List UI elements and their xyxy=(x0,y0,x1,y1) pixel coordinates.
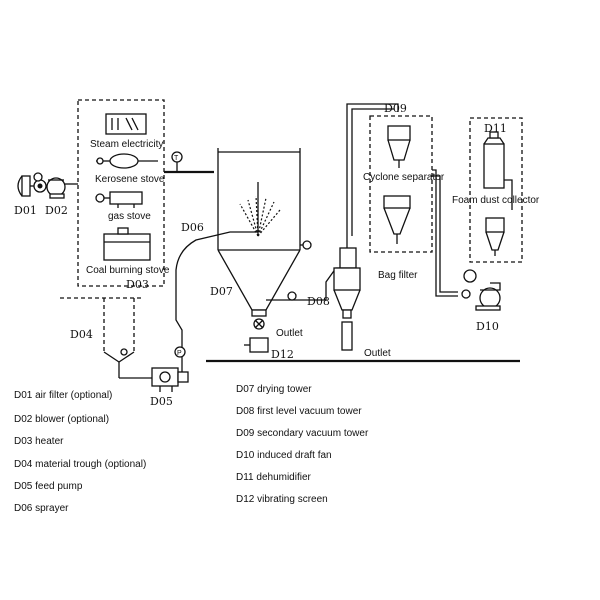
label-cyclone-separator: Cyclone separator xyxy=(363,172,445,183)
code-d09: D09 xyxy=(384,102,407,115)
legend-item: D05 feed pump xyxy=(14,481,83,492)
label-gas-stove: gas stove xyxy=(108,211,151,222)
first-cyclone-d08 xyxy=(266,236,361,351)
feed-pump-d05 xyxy=(151,367,189,392)
legend-item: D01 air filter (optional) xyxy=(14,390,112,401)
drying-tower-d07 xyxy=(217,148,301,330)
code-d12: D12 xyxy=(271,348,294,361)
code-d08: D08 xyxy=(307,295,330,308)
label-line-outlet: Outlet xyxy=(364,348,391,359)
code-d03: D03 xyxy=(126,278,149,291)
legend-item: D02 blower (optional) xyxy=(14,414,109,425)
vibrating-screen-d12 xyxy=(244,337,269,353)
legend-item: D06 sprayer xyxy=(14,503,69,514)
legend-item: D12 vibrating screen xyxy=(236,494,328,505)
legend-item: D11 dehumidifier xyxy=(236,472,312,483)
feed-line xyxy=(175,231,258,372)
legend-left: D01 air filter (optional) D02 blower (op… xyxy=(14,390,146,514)
legend-item: D08 first level vacuum tower xyxy=(236,406,362,417)
feed-pressure-gauge-icon xyxy=(174,346,186,358)
gas-stove-unit xyxy=(95,191,143,208)
heater-box-d03 xyxy=(77,99,165,287)
steam-electricity-unit xyxy=(105,113,147,135)
temperature-gauge-icon xyxy=(33,172,43,182)
code-d02: D02 xyxy=(45,204,68,217)
legend-right: D07 drying tower D08 first level vacuum … xyxy=(236,384,369,505)
label-tower-outlet: Outlet xyxy=(276,328,303,339)
pipe-to-d09 xyxy=(346,103,399,236)
label-foam-dust-collector: Foam dust collector xyxy=(452,195,540,206)
legend-item: D07 drying tower xyxy=(236,384,312,395)
material-trough-d04 xyxy=(60,297,152,379)
d08-gauge-icon xyxy=(287,291,297,301)
coal-stove-unit xyxy=(103,227,151,261)
thermometer-mark: T xyxy=(174,155,179,162)
label-steam-electricity: Steam electricity xyxy=(90,139,163,150)
blower-d02 xyxy=(33,177,78,199)
kerosene-stove-unit xyxy=(96,153,158,169)
code-d11: D11 xyxy=(484,122,507,135)
sprayer-d06 xyxy=(239,182,281,237)
legend-item: D04 material trough (optional) xyxy=(14,459,146,470)
dehumidifier-d11 xyxy=(469,117,523,263)
fan-gauge-icon xyxy=(463,269,477,283)
code-d10: D10 xyxy=(476,320,499,333)
label-bag-filter: Bag filter xyxy=(378,270,418,281)
legend-item: D10 induced draft fan xyxy=(236,450,332,461)
pressure-gauge-icon xyxy=(302,240,312,250)
legend-item: D09 secondary vacuum tower xyxy=(236,428,369,439)
pipe-to-d10 xyxy=(432,169,458,297)
code-d04: D04 xyxy=(70,328,93,341)
code-d07: D07 xyxy=(210,285,233,298)
secondary-tower-d09 xyxy=(369,115,433,253)
pipe-to-d09-inner xyxy=(351,108,394,236)
air-filter-d01 xyxy=(17,175,34,197)
legend-item: D03 heater xyxy=(14,436,64,447)
code-d01: D01 xyxy=(14,204,37,217)
code-d06: D06 xyxy=(181,221,204,234)
induced-draft-fan-d10 xyxy=(461,269,501,311)
label-kerosene-stove: Kerosene stove xyxy=(95,174,165,185)
feed-gauge-mark: P xyxy=(177,350,182,357)
code-d05: D05 xyxy=(150,395,173,408)
label-coal-burning-stove: Coal burning stove xyxy=(86,265,170,276)
pipe-to-d10-inner xyxy=(432,175,458,293)
